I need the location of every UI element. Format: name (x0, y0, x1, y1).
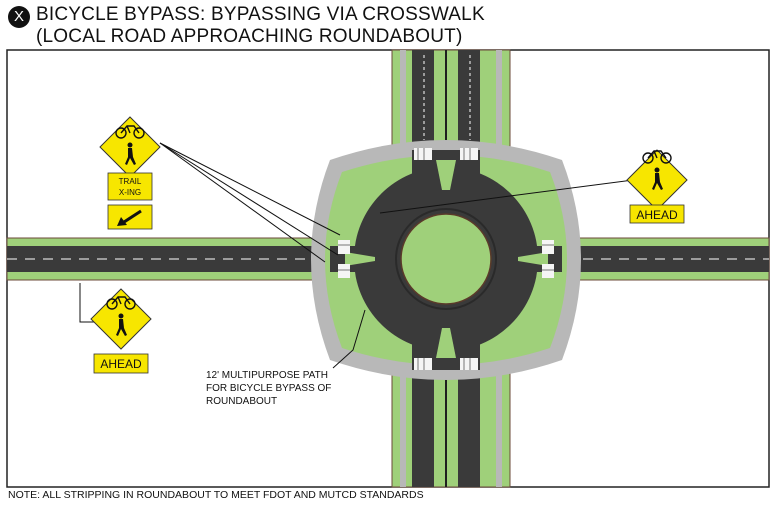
callout-line-1: 12' MULTIPURPOSE PATH (206, 370, 328, 381)
pedestrian-icon (125, 142, 136, 165)
trail-crossing-text-2: X-ING (119, 188, 141, 197)
bicycle-icon (106, 296, 136, 310)
left-plaque-text: AHEAD (100, 357, 142, 371)
callout-line-2: FOR BICYCLE BYPASS OF (206, 383, 331, 394)
bicycle-icon (115, 125, 145, 139)
bicycle-icon (642, 150, 672, 164)
footer-note: NOTE: ALL STRIPPING IN ROUNDABOUT TO MEE… (8, 489, 424, 501)
diagram-header: X BICYCLE BYPASS: BYPASSING VIA CROSSWAL… (6, 4, 766, 50)
title-line-1: BICYCLE BYPASS: BYPASSING VIA CROSSWALK (36, 4, 485, 25)
roundabout (311, 140, 581, 380)
figure-badge: X (8, 6, 30, 28)
sign-left-ahead: AHEAD (90, 288, 152, 374)
title-line-2: (LOCAL ROAD APPROACHING ROUNDABOUT) (36, 26, 463, 47)
arrow-down-left-icon (117, 209, 142, 226)
crosswalk-north (414, 148, 478, 160)
leader-lines (79, 142, 649, 369)
pedestrian-icon (116, 313, 127, 336)
sign-right-ahead: AHEAD (626, 149, 688, 224)
pedestrian-icon (652, 167, 663, 190)
crosswalk-east (542, 240, 554, 278)
right-plaque-text: AHEAD (636, 208, 678, 222)
sign-trail-crossing: TRAIL X-ING (99, 116, 161, 230)
trail-crossing-text-1: TRAIL (119, 177, 142, 186)
crosswalk-west (338, 240, 350, 278)
path-callout: 12' MULTIPURPOSE PATH FOR BICYCLE BYPASS… (206, 370, 331, 407)
crosswalk-south (414, 358, 478, 370)
callout-line-3: ROUNDABOUT (206, 396, 277, 407)
